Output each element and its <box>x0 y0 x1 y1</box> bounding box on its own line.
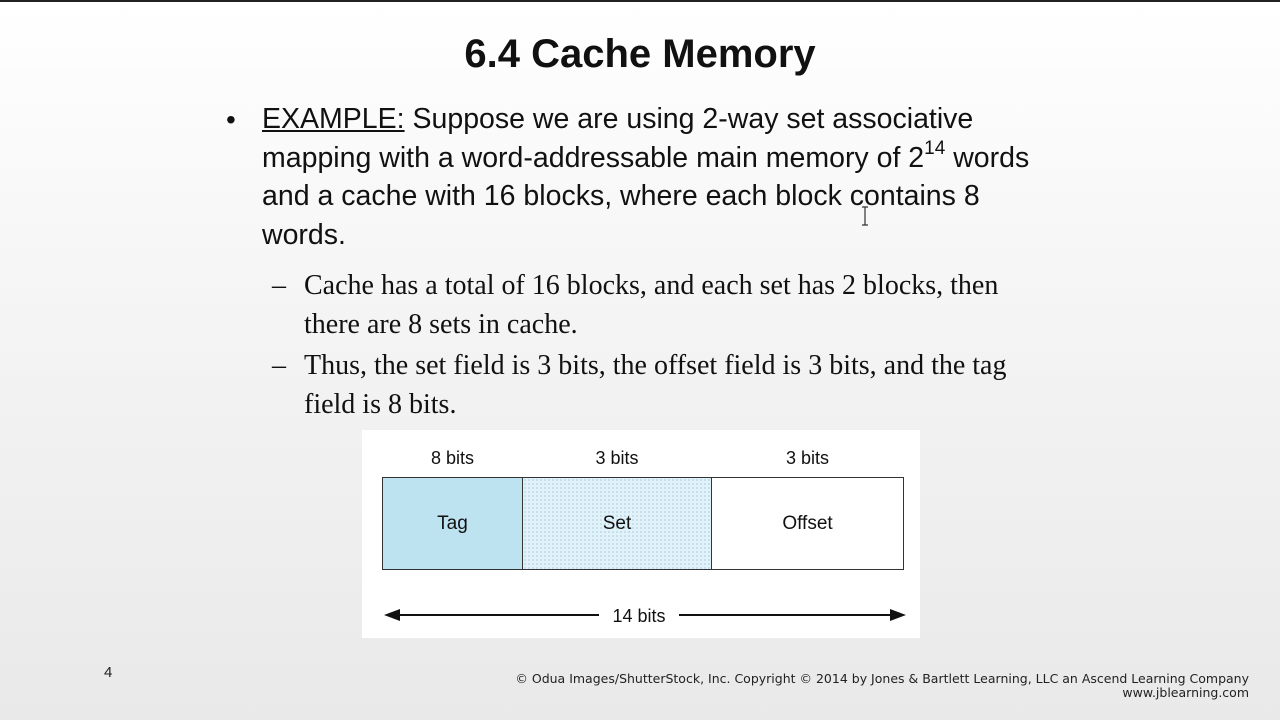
sub-bullet-item: – Cache has a total of 16 blocks, and ea… <box>272 266 1052 344</box>
bullet-text-part2: words and a cache with 16 blocks, where … <box>262 141 1030 251</box>
bullet-text: EXAMPLE: Suppose we are using 2-way set … <box>262 100 1032 254</box>
bullet-text-part1: Suppose we are using 2-way set associati… <box>262 103 974 174</box>
bullet-dot-icon: • <box>226 104 236 135</box>
text-cursor-icon <box>862 206 868 226</box>
offset-field: Offset <box>711 477 904 570</box>
sub-bullet-item: – Thus, the set field is 3 bits, the off… <box>272 346 1052 424</box>
copyright-notice: © Odua Images/ShutterStock, Inc. Copyrig… <box>515 672 1249 700</box>
offset-field-label: Offset <box>782 512 833 534</box>
tag-field-label: Tag <box>437 512 468 534</box>
top-border-line <box>0 0 1280 2</box>
address-format-diagram: 8 bits 3 bits 3 bits Tag Set Offset 14 b… <box>362 430 920 638</box>
page-number: 4 <box>104 664 113 681</box>
sub-bullet-text: Cache has a total of 16 blocks, and each… <box>304 270 999 340</box>
copyright-line: © Odua Images/ShutterStock, Inc. Copyrig… <box>515 671 1249 686</box>
dash-icon: – <box>272 350 286 381</box>
tag-field: Tag <box>382 477 523 570</box>
set-field-label: Set <box>602 512 632 534</box>
tag-bits-label: 8 bits <box>430 448 475 468</box>
set-field: Set <box>522 477 712 570</box>
example-label: EXAMPLE: <box>262 103 405 135</box>
set-bits-label: 3 bits <box>595 448 639 468</box>
total-bits-label: 14 bits <box>599 605 679 627</box>
dash-icon: – <box>272 270 286 301</box>
publisher-url: www.jblearning.com <box>1122 685 1249 700</box>
sub-bullet-text: Thus, the set field is 3 bits, the offse… <box>304 350 1007 420</box>
offset-bits-label: 3 bits <box>785 448 830 468</box>
exponent: 14 <box>924 138 946 159</box>
slide-title: 6.4 Cache Memory <box>464 32 816 76</box>
sub-bullet-list: – Cache has a total of 16 blocks, and ea… <box>272 266 1052 426</box>
